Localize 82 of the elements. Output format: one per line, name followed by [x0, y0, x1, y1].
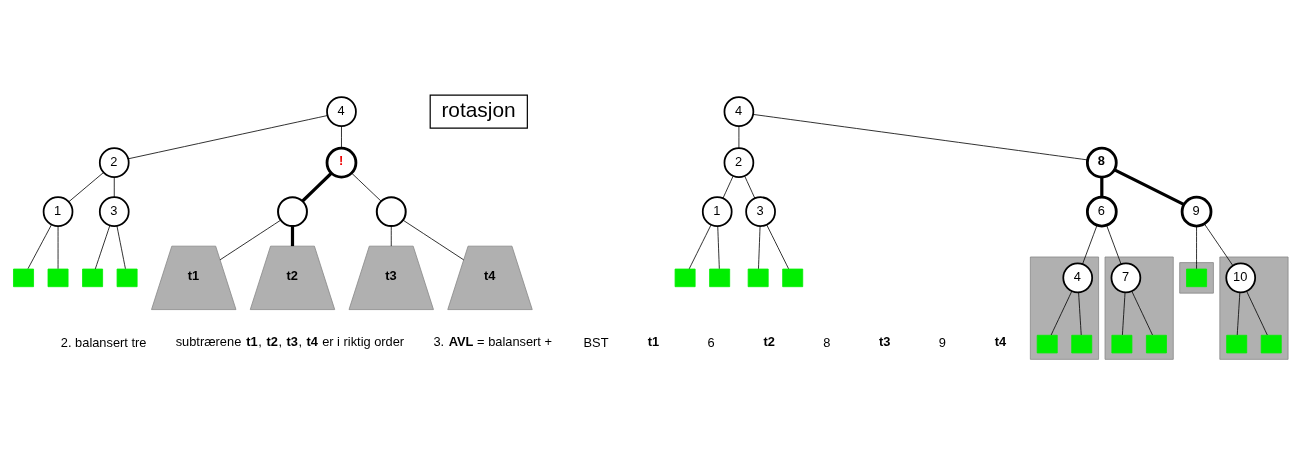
connector: [738, 125, 740, 149]
node-circle: 2: [723, 147, 755, 178]
node-box: rotasjon: [429, 94, 528, 129]
connector: [1078, 292, 1082, 336]
node-circle: 6: [1085, 195, 1118, 228]
connector: [290, 226, 295, 247]
connector: [1236, 292, 1241, 336]
connector: [1131, 290, 1153, 336]
connector: [219, 219, 282, 261]
label: 3. AVL = balansert +: [433, 334, 552, 350]
node-box: [1260, 334, 1282, 354]
node-circle: 8: [1085, 146, 1118, 179]
connector: [688, 224, 712, 270]
connector: [402, 219, 465, 261]
node-circle: 4: [326, 96, 357, 127]
node-box: [47, 268, 69, 288]
connector: [1246, 290, 1268, 336]
node-box: [13, 268, 34, 288]
connector: [1204, 223, 1234, 266]
node-circle: 4: [723, 96, 755, 127]
node-circle: 9: [1180, 195, 1213, 228]
connector: [116, 225, 126, 270]
connector: [1082, 225, 1098, 265]
label: 6: [707, 335, 715, 351]
connector: [1113, 168, 1185, 206]
connector: [1100, 177, 1104, 197]
label: BST: [583, 335, 609, 351]
node-box: [674, 268, 696, 288]
node-circle: [375, 196, 407, 228]
connector: [301, 172, 333, 203]
node-box: [1111, 334, 1133, 354]
node-circle: 1: [42, 196, 74, 227]
cluster: [1029, 256, 1099, 360]
connector: [1122, 292, 1126, 336]
connector: [27, 224, 52, 270]
node-box: [782, 268, 804, 288]
node-box: [1036, 334, 1058, 354]
node-circle: 4: [1062, 262, 1094, 294]
connector: [341, 125, 342, 149]
label: t4: [994, 334, 1007, 350]
node-circle: 10: [1225, 262, 1257, 294]
label: 9: [938, 335, 946, 351]
connector: [390, 225, 392, 247]
connector: [94, 225, 111, 270]
connector: [1050, 290, 1073, 336]
node-box: [709, 268, 731, 288]
node-circle: 2: [98, 147, 130, 178]
label: 2. balansert tre: [60, 335, 147, 351]
label: t3: [879, 334, 891, 350]
node-circle: 1: [701, 196, 733, 227]
connector: [351, 172, 382, 202]
connector: [744, 175, 756, 199]
node-circle: 7: [1110, 262, 1142, 294]
cluster: [1219, 256, 1289, 360]
connector: [766, 224, 789, 270]
connector: [68, 172, 104, 203]
node-circle: !: [325, 146, 358, 179]
connector: [722, 175, 734, 199]
node-circle: 3: [745, 196, 776, 227]
node-box: [1146, 334, 1167, 354]
connector: [1196, 225, 1197, 270]
node-circle: 3: [98, 196, 130, 227]
node-box: [1186, 268, 1207, 288]
connector: [128, 115, 328, 160]
label: t1: [647, 334, 660, 350]
connector: [758, 225, 761, 270]
cluster: [1179, 262, 1214, 294]
node-circle: [277, 196, 308, 228]
connector: [752, 114, 1088, 161]
node-box: [116, 268, 138, 288]
node-box: [1226, 334, 1248, 354]
label: subtrærene t1, t2, t3, t4 er i riktig order: [175, 334, 405, 350]
connector: [1106, 225, 1122, 265]
connector: [57, 225, 59, 270]
label: 8: [823, 335, 831, 351]
connector: [113, 176, 115, 198]
node-box: [1071, 334, 1093, 354]
label: t2: [763, 334, 775, 350]
node-box: [747, 268, 769, 288]
cluster: [1104, 256, 1174, 360]
node-box: [82, 268, 103, 288]
connector: [717, 225, 720, 270]
